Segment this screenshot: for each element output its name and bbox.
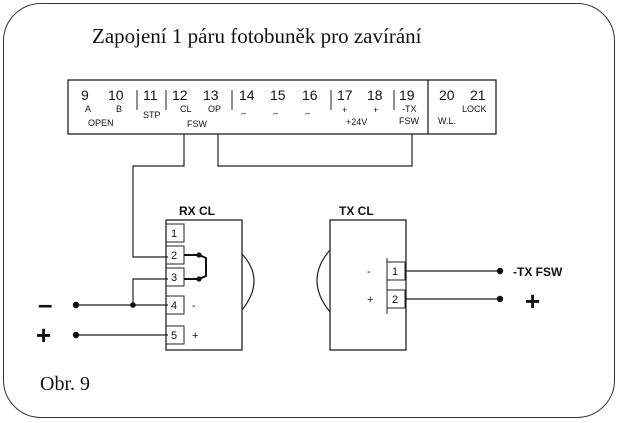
supply-minus-label: –	[38, 289, 52, 319]
rx-pin-box	[165, 267, 185, 287]
rx-pin-5: 5	[171, 330, 177, 342]
figure-caption: Obr. 9	[40, 373, 90, 395]
junction-dot	[130, 302, 136, 308]
terminal-9-label: A	[85, 104, 91, 114]
terminal-11-label: STP	[143, 110, 161, 120]
terminal-17-label: +	[342, 105, 347, 115]
terminal-12-number: 12	[172, 87, 188, 103]
rx-minus-label: -	[192, 300, 196, 312]
terminal-16-number: 16	[302, 87, 318, 103]
diagram-frame	[3, 3, 615, 418]
terminal-18-label: +	[373, 105, 378, 115]
tx-out-terminal-1	[496, 267, 504, 275]
rx-pin-2: 2	[171, 250, 177, 262]
group-label-fsw: FSW	[187, 119, 208, 129]
rx-lens	[241, 253, 255, 311]
terminal-19-number: 19	[399, 87, 415, 103]
rx-pin-3: 3	[171, 272, 177, 284]
tx-housing	[329, 219, 407, 351]
diagram-title: Zapojení 1 páru fotobuněk pro zavírání	[92, 24, 422, 48]
terminal-13-label: OP	[208, 104, 221, 114]
terminal-10-number: 10	[108, 87, 124, 103]
terminal-12-label: CL	[180, 104, 192, 114]
terminal-block	[67, 79, 497, 135]
tx-out-terminal-2	[496, 295, 504, 303]
tx-output-plus: +	[525, 286, 540, 316]
terminal-18-number: 18	[367, 87, 383, 103]
terminal-20-label: W.L.	[438, 116, 456, 126]
tx-pin-2: 2	[392, 294, 398, 306]
wire-cl-to-rx2	[132, 134, 185, 258]
wire-rx3-to-minus	[132, 278, 168, 305]
rx-label: RX CL	[179, 204, 215, 218]
rx-contact-dot	[196, 252, 202, 258]
rx-contact-bridge	[184, 254, 207, 280]
tx-minus-label: -	[367, 266, 371, 278]
rx-plus-label: +	[192, 330, 198, 342]
group-label-open: OPEN	[88, 118, 114, 128]
rx-terminals	[165, 223, 185, 345]
tx-output-label: -TX FSW	[513, 265, 563, 279]
terminal-16-label: –	[305, 108, 310, 118]
rx-pin-box	[165, 223, 185, 243]
terminal-14-number: 14	[239, 87, 255, 103]
rx-pin-4: 4	[171, 300, 177, 312]
terminal-9-number: 9	[81, 87, 89, 103]
terminal-15-label: –	[273, 108, 278, 118]
tx-plus-label: +	[367, 294, 373, 306]
terminal-21-number: 21	[470, 87, 486, 103]
tx-label: TX CL	[339, 204, 374, 218]
terminal-20-number: 20	[439, 87, 455, 103]
terminal-10-label: B	[116, 104, 122, 114]
tx-lens	[316, 249, 331, 313]
supply-plus-label: +	[36, 320, 51, 350]
terminal-21-label: LOCK	[462, 104, 487, 114]
terminal-17-number: 17	[337, 87, 353, 103]
tx-pin-1: 1	[392, 266, 398, 278]
terminal-19-label: -TX	[402, 104, 417, 114]
terminal-15-number: 15	[270, 87, 286, 103]
rx-housing	[165, 219, 243, 351]
rx-contact-dot	[196, 276, 202, 282]
supply-minus-terminal	[72, 301, 80, 309]
terminal-13-number: 13	[203, 87, 219, 103]
group-label-fsw-2: FSW	[399, 116, 420, 126]
wire-op-to-fsw	[217, 134, 413, 167]
group-label-24v: +24V	[346, 117, 367, 127]
terminal-11-number: 11	[143, 87, 158, 103]
rx-pin-1: 1	[171, 228, 177, 240]
supply-plus-terminal	[72, 331, 80, 339]
terminal-14-label: –	[241, 108, 246, 118]
